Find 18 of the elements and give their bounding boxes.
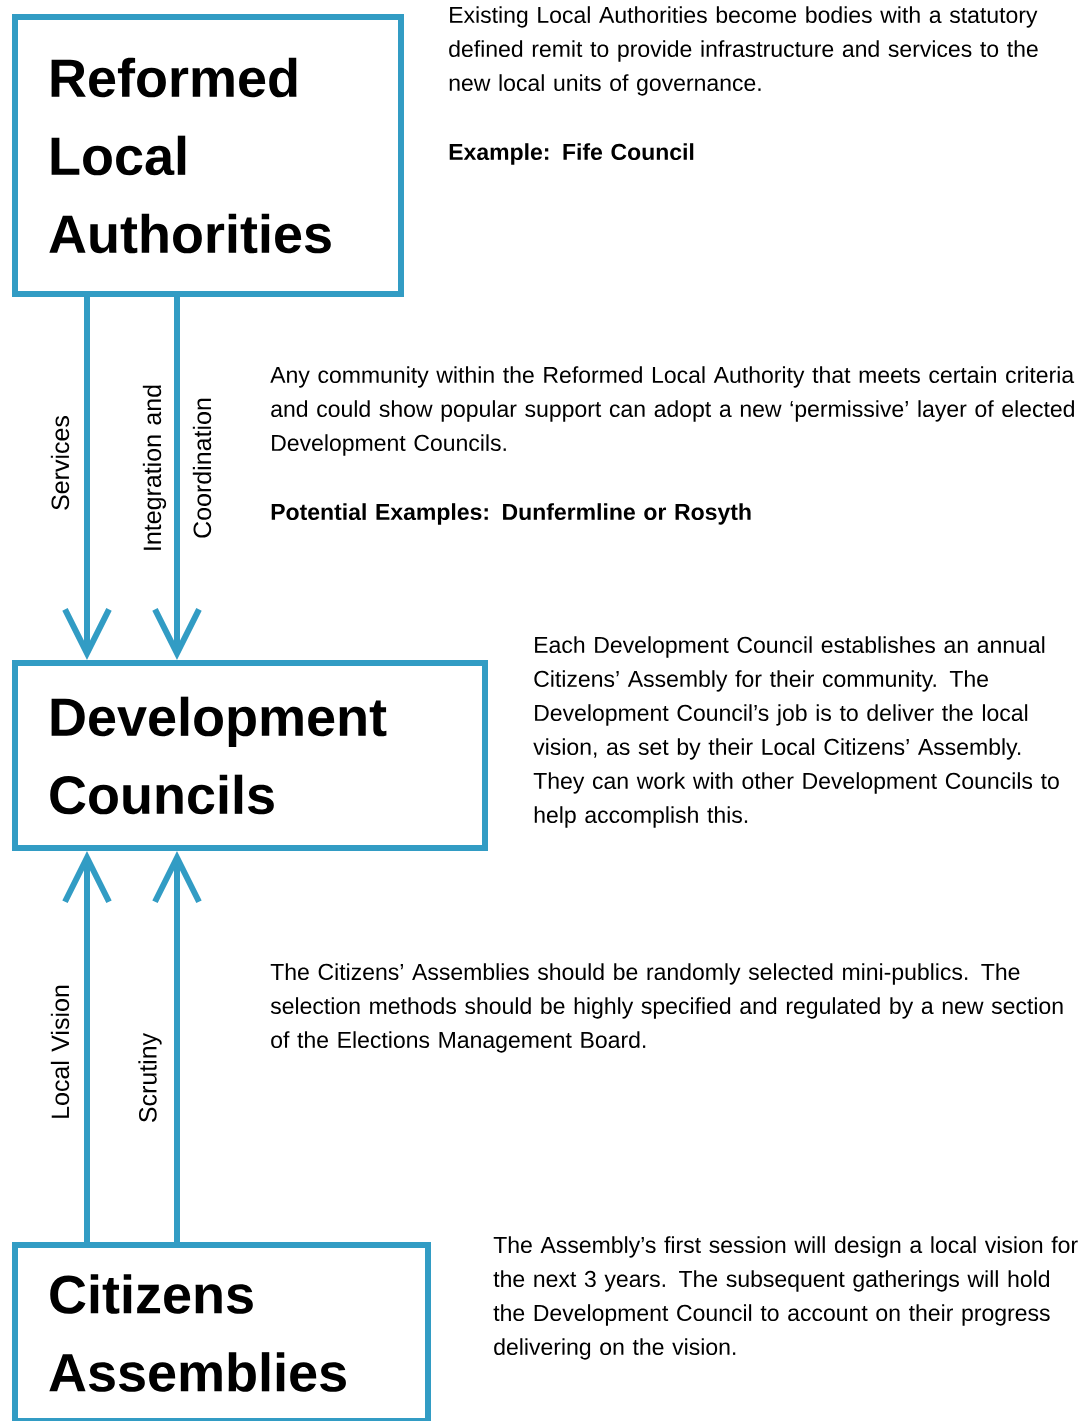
edge-label: Services (50, 416, 70, 510)
arrow (152, 851, 202, 1242)
description-text: Example: Fife Council (449, 143, 694, 165)
description-text: The Assembly’s first session will design a local vision for the next 3 years. The subsequent gatherings will hold the Development Council to account on their progress delivering on the vision. (493, 1236, 1078, 1360)
edge-label: Integration and Coordination (142, 385, 212, 550)
title-box: Development Councils (12, 660, 488, 851)
description-text: Any community within the Reformed Local Authority that meets certain criteria and could show popular support can adopt a new ‘permissive’ layer of elected Development Councils. (270, 366, 1075, 456)
description-text: Existing Local Authorities become bodies with a statutory defined remit to provide infrastructure and services to the new local units of governance. (449, 6, 1038, 96)
edge-label: Scrutiny (138, 1032, 162, 1123)
title-box: Reformed Local Authorities (12, 14, 404, 297)
description-text: Potential Examples: Dunfermline or Rosyth (271, 503, 751, 525)
arrow (62, 851, 112, 1242)
arrow (62, 297, 112, 660)
description-text: Each Development Council establishes an annual Citizens’ Assembly for their community. The Development Council’s job is to deliver the local vision, as set by their Local Citizens’ Assembly. They can work with other Development Councils to help accomplish this. (533, 636, 1059, 828)
title-box: Citizens Assemblies (12, 1242, 431, 1421)
description-text: The Citizens’ Assemblies should be randomly selected mini-publics. The selection methods should be highly specified and regulated by a new section of the Elections Management Board. (270, 963, 1063, 1053)
arrow (152, 297, 202, 660)
edge-label: Local Vision (50, 985, 70, 1118)
